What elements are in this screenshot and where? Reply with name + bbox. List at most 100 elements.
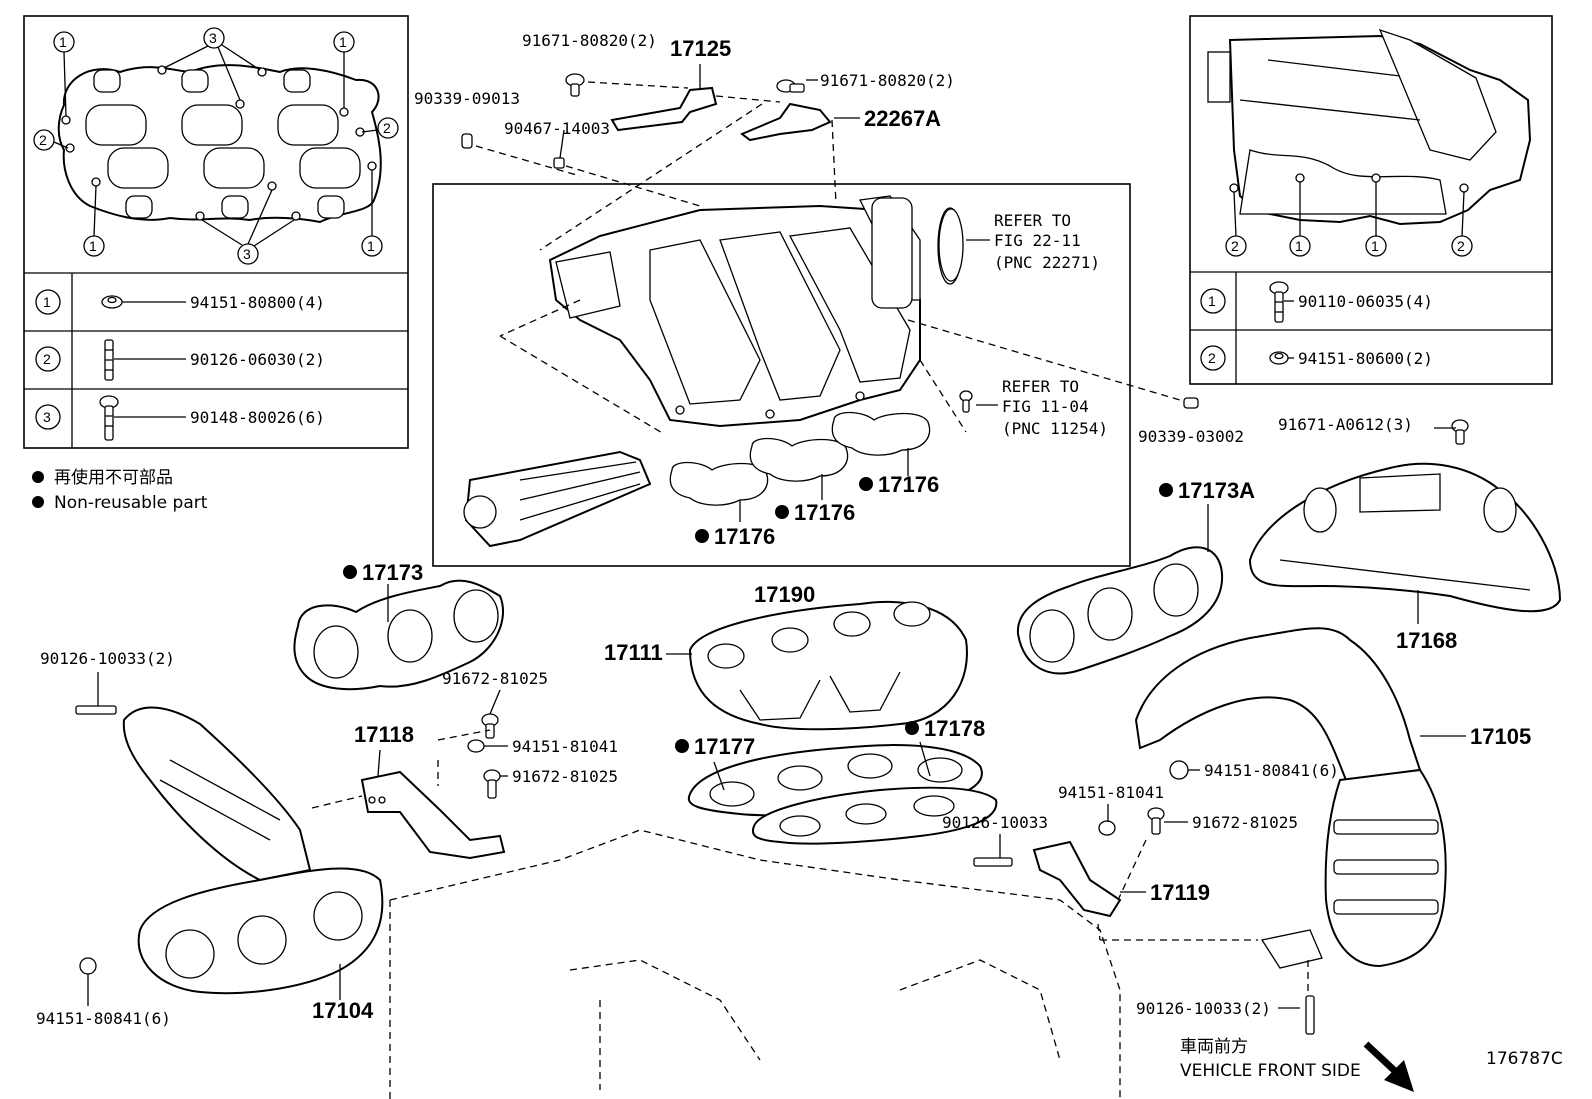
intake-plenum-drawing: [1207, 28, 1532, 226]
label-91671-A0612: 91671-A0612(3): [1278, 415, 1413, 434]
legend: 再使用不可部品 Non-reusable part: [32, 467, 208, 513]
label-90339-03002: 90339-03002: [1138, 427, 1244, 446]
left-table-num: 2: [43, 351, 51, 367]
bolt-icon: [776, 79, 805, 93]
left-table-code: 90126-06030(2): [190, 350, 325, 369]
label-91671-80820-a: 91671-80820(2): [522, 31, 657, 50]
intake-manifold-box: [432, 183, 1131, 567]
lower-manifold-17111: [688, 601, 968, 731]
bolt-icon: [1147, 807, 1165, 835]
non-reusable-mark: [859, 477, 873, 491]
label-91671-80820-b: 91671-80820(2): [820, 71, 955, 90]
part-labels: 91671-80820(2) 17125 91671-80820(2) 2226…: [36, 31, 1531, 1028]
bolt-icon: [1269, 281, 1289, 323]
heat-insulator-17168: [1248, 462, 1562, 613]
nut-icon: [1169, 760, 1189, 780]
intake-gasket-drawing: [57, 64, 382, 224]
refer-note-1-line-1: REFER TO: [994, 211, 1071, 230]
label-17176-a: 17176: [878, 472, 939, 497]
plug-icon: [553, 157, 565, 169]
refer-note-2-line-2: FIG 11-04: [1002, 397, 1089, 416]
label-91672-81025-a: 91672-81025: [442, 669, 548, 688]
right-table-row-1: 1 90110-06035(4): [1200, 281, 1433, 323]
non-reusable-mark: [775, 505, 789, 519]
stud-icon: [1305, 995, 1315, 1035]
top-small-parts: [461, 73, 1469, 445]
label-17177: 17177: [694, 734, 755, 759]
label-22267A: 22267A: [864, 106, 941, 131]
bracket-22267A: [740, 102, 832, 142]
bolt-icon: [483, 769, 501, 799]
exhaust-gasket-17173: [293, 579, 505, 691]
label-90467-14003: 90467-14003: [504, 119, 610, 138]
bolt-icon: [99, 395, 119, 441]
right-inset-callouts: 2 1 1 2: [1225, 182, 1473, 257]
label-17173A: 17173A: [1178, 478, 1255, 503]
label-17190: 17190: [754, 582, 815, 607]
label-90339-09013: 90339-09013: [414, 89, 520, 108]
bracket-17118: [360, 770, 506, 860]
label-17111: 17111: [604, 640, 663, 665]
non-reusable-mark: [695, 529, 709, 543]
nut-icon: [79, 957, 97, 975]
pin-icon: [1183, 397, 1199, 409]
label-94151-81041-a: 94151-81041: [512, 737, 618, 756]
inset-callouts: 1 3 1 2 2 1 3 1: [33, 27, 399, 265]
pin-icon: [461, 133, 473, 149]
refer-note-1-line-3: (PNC 22271): [994, 253, 1100, 272]
exhaust-gasket-17173A: [1016, 546, 1224, 675]
label-90126-10033-a: 90126-10033(2): [40, 649, 175, 668]
left-table-num: 1: [43, 294, 51, 310]
left-inset: 1 3 1 2 2 1 3 1 1: [23, 15, 409, 449]
refer-note-1-line-2: FIG 22-11: [994, 231, 1081, 250]
arrow-down-right-icon: [1363, 1041, 1414, 1092]
intake-manifold-drawing: [548, 195, 963, 428]
stud-icon: [104, 339, 114, 381]
engine-block-outline: [389, 829, 1121, 1099]
label-17119: 17119: [1150, 880, 1210, 905]
label-17105: 17105: [1470, 724, 1531, 749]
svg-text:2: 2: [1457, 238, 1465, 254]
nut-icon: [467, 739, 485, 753]
label-lines: [87, 64, 1466, 1009]
gasket-17177: [687, 744, 983, 817]
stud-icon: [75, 705, 117, 715]
left-table-row-2: 2 90126-06030(2): [35, 339, 325, 381]
right-table-code: 90110-06035(4): [1298, 292, 1433, 311]
right-inset: 2 1 1 2 1 90110-06035(4) 2: [1189, 15, 1553, 385]
bolt-icon: [959, 390, 973, 413]
right-table-num: 2: [1208, 350, 1216, 366]
bracket-17125: [610, 86, 718, 132]
left-table-code: 94151-80800(4): [190, 293, 325, 312]
intake-adapter-drawing: [463, 450, 652, 548]
o-ring: [938, 208, 964, 282]
label-17178: 17178: [924, 716, 985, 741]
bolt-icon: [481, 713, 499, 739]
label-94151-81041-b: 94151-81041: [1058, 783, 1164, 802]
bolt-icon: [1451, 419, 1469, 445]
nut-icon: [101, 295, 123, 309]
non-reusable-mark: [1159, 483, 1173, 497]
label-17176-b: 17176: [794, 500, 855, 525]
label-90126-10033-b: 90126-10033: [942, 813, 1048, 832]
svg-text:2: 2: [39, 132, 47, 148]
svg-text:2: 2: [1231, 238, 1239, 254]
non-reusable-mark: [343, 565, 357, 579]
left-table-row-3: 3 90148-80026(6): [35, 395, 325, 441]
label-94151-80841-a: 94151-80841(6): [1204, 761, 1339, 780]
non-reusable-mark: [675, 739, 689, 753]
label-17118: 17118: [354, 722, 414, 747]
left-table-row-1: 1 94151-80800(4): [35, 289, 325, 315]
left-table-code: 90148-80026(6): [190, 408, 325, 427]
label-17104: 17104: [312, 998, 374, 1023]
nut-icon: [1098, 820, 1116, 836]
nut-icon: [1269, 351, 1289, 365]
left-table-num: 3: [43, 409, 51, 425]
svg-text:3: 3: [243, 246, 251, 262]
legend-jp: 再使用不可部品: [54, 467, 173, 488]
label-17173: 17173: [362, 560, 423, 585]
svg-text:1: 1: [339, 34, 347, 50]
label-17125: 17125: [670, 36, 731, 61]
